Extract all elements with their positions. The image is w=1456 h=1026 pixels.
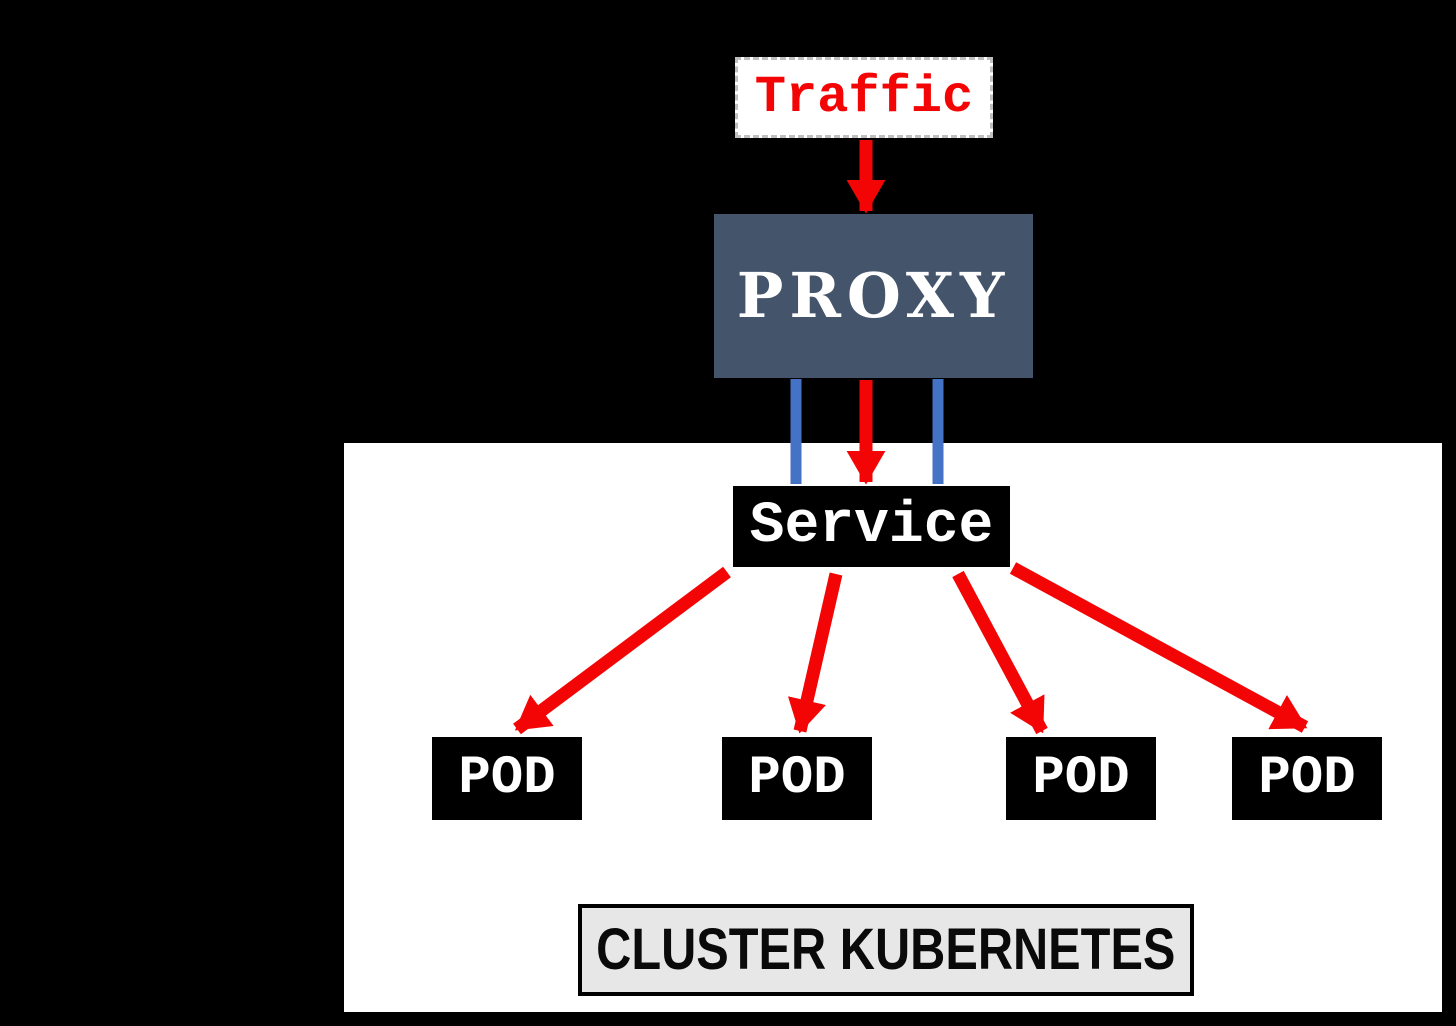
traffic-node: Traffic xyxy=(735,57,993,138)
pod-label: POD xyxy=(458,747,556,809)
pod-node-4: POD xyxy=(1232,737,1382,820)
pod-label: POD xyxy=(1258,747,1356,809)
traffic-label: Traffic xyxy=(754,67,974,127)
cluster-title-plate: CLUSTER KUBERNETES xyxy=(578,904,1194,996)
proxy-label: PROXY xyxy=(736,259,1011,332)
cluster-title-label: CLUSTER KUBERNETES xyxy=(596,917,1176,982)
pod-label: POD xyxy=(1032,747,1130,809)
proxy-node: PROXY xyxy=(714,214,1033,378)
pod-node-3: POD xyxy=(1006,737,1156,820)
pod-label: POD xyxy=(748,747,846,809)
service-node: Service xyxy=(733,486,1010,567)
pod-node-1: POD xyxy=(432,737,582,820)
service-label: Service xyxy=(749,493,994,559)
pod-node-2: POD xyxy=(722,737,872,820)
